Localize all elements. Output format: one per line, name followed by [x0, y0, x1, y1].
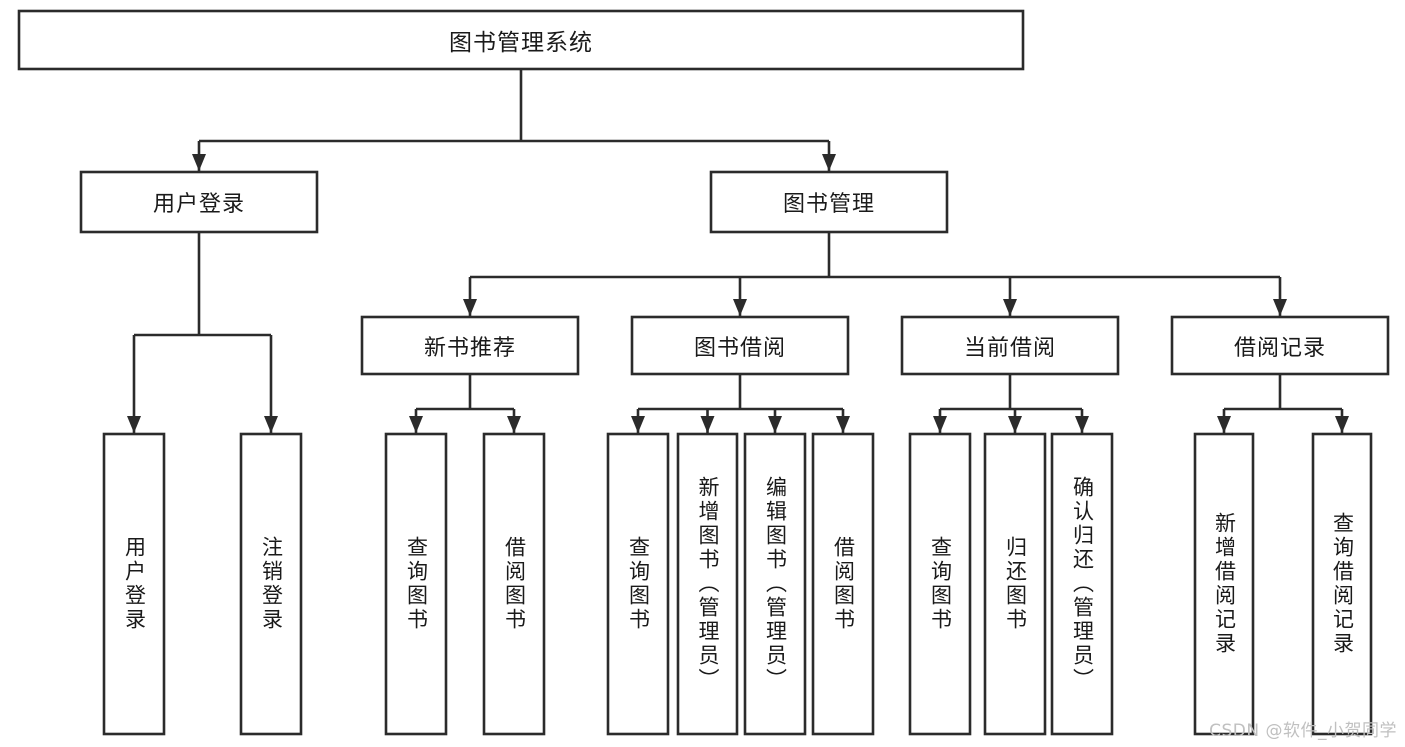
arrow-to-leaf-query-book-1 — [409, 416, 423, 433]
nodes-layer — [17, 9, 1390, 736]
node-leaf-add-book[interactable] — [676, 432, 739, 736]
node-leaf-query-book-2[interactable] — [606, 432, 670, 736]
arrow-to-leaf-query-book-3 — [933, 416, 947, 433]
node-leaf-edit-book[interactable] — [743, 432, 807, 736]
node-leaf-borrow-book-2[interactable] — [811, 432, 875, 736]
node-book-borrow[interactable] — [630, 315, 850, 376]
node-leaf-confirm-return[interactable] — [1050, 432, 1114, 736]
node-leaf-user-login[interactable] — [102, 432, 166, 736]
arrow-to-leaf-confirm-return — [1075, 416, 1089, 433]
node-new-book-rec[interactable] — [360, 315, 580, 376]
node-root[interactable] — [17, 9, 1025, 71]
arrow-to-leaf-add-book — [700, 416, 715, 433]
arrow-to-leaf-query-record — [1335, 416, 1349, 433]
arrow-to-new-book-rec — [463, 299, 477, 316]
node-leaf-add-record[interactable] — [1193, 432, 1255, 736]
arrow-to-leaf-borrow-book-1 — [507, 416, 521, 433]
arrow-to-leaf-user-login — [127, 416, 141, 433]
node-current-borrow[interactable] — [900, 315, 1120, 376]
node-leaf-logout[interactable] — [239, 432, 303, 736]
arrow-to-book-borrow — [733, 299, 747, 316]
node-book-manage[interactable] — [709, 170, 949, 234]
node-leaf-query-record[interactable] — [1311, 432, 1373, 736]
arrow-to-borrow-record — [1273, 299, 1287, 316]
node-leaf-return-book[interactable] — [983, 432, 1047, 736]
arrow-to-leaf-return-book — [1008, 416, 1022, 433]
arrow-to-leaf-logout — [264, 416, 278, 433]
node-leaf-query-book-1[interactable] — [384, 432, 448, 736]
arrow-to-leaf-borrow-book-2 — [836, 416, 850, 433]
node-user-login[interactable] — [79, 170, 319, 234]
arrow-to-user-login — [192, 154, 206, 171]
arrow-to-leaf-edit-book — [768, 416, 782, 433]
node-borrow-record[interactable] — [1170, 315, 1390, 376]
arrow-to-current-borrow — [1003, 299, 1017, 316]
edges-layer — [127, 69, 1349, 433]
arrow-to-leaf-query-book-2 — [631, 416, 645, 433]
node-leaf-query-book-3[interactable] — [908, 432, 972, 736]
arrow-to-leaf-add-record — [1217, 416, 1231, 433]
arrow-to-book-manage — [822, 154, 836, 171]
node-leaf-borrow-book-1[interactable] — [482, 432, 546, 736]
